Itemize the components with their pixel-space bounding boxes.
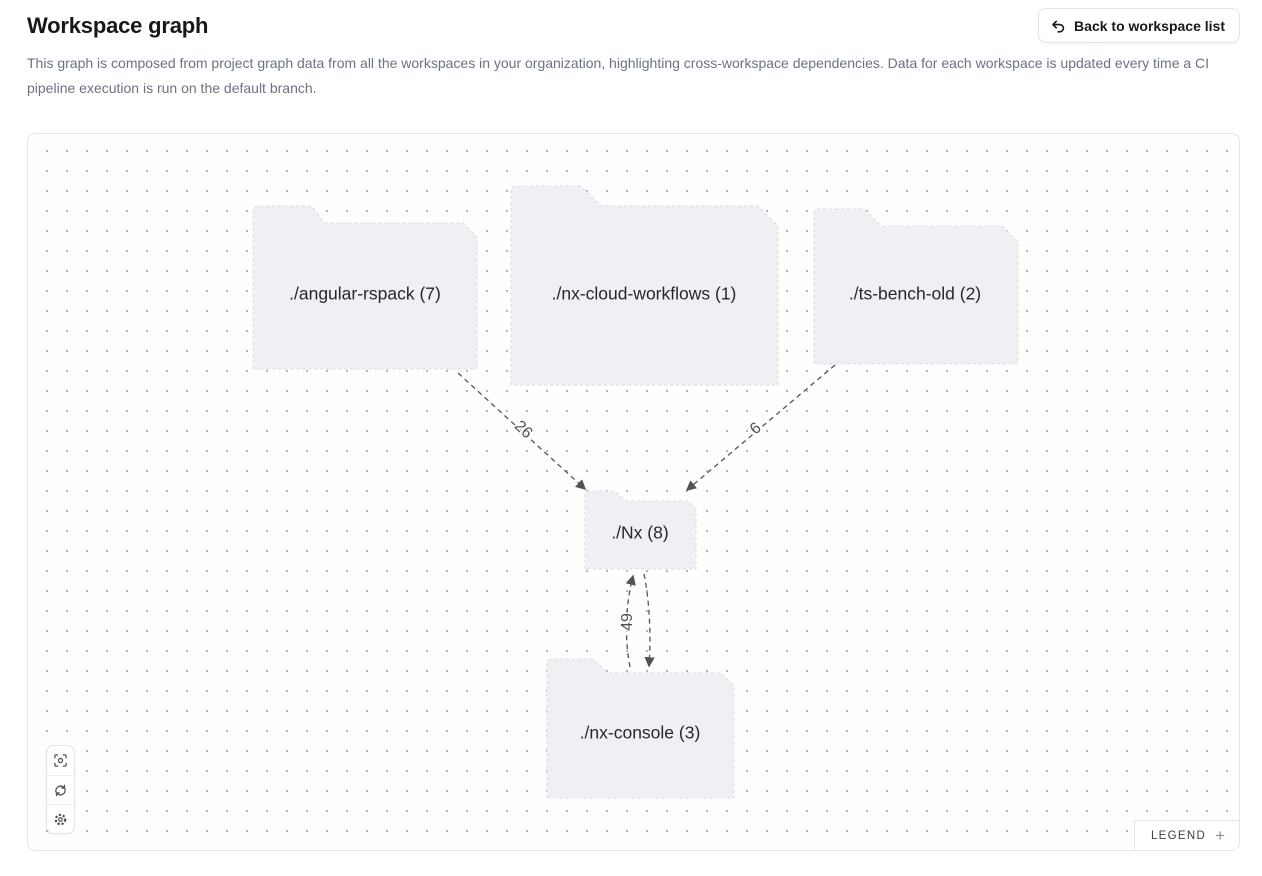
refresh-button[interactable] xyxy=(47,775,74,804)
graph-edge-nx-console-to-nx: 49 xyxy=(618,574,638,668)
legend-toggle[interactable]: LEGEND + xyxy=(1133,820,1239,850)
folder-shape xyxy=(584,490,697,570)
graph-node-ts-bench-old[interactable]: ./ts-bench-old (2) xyxy=(813,208,1019,365)
page-header: Workspace graph This graph is composed f… xyxy=(27,0,1240,101)
canvas-toolbar xyxy=(46,745,75,834)
fit-view-icon xyxy=(53,753,68,768)
edge-count-label: 6 xyxy=(747,419,765,438)
workspace-graph-canvas[interactable]: 26 6 49 ./angular-rspack (7) ./nx-cloud-… xyxy=(27,133,1240,851)
node-label: ./angular-rspack (7) xyxy=(289,284,441,304)
page-title: Workspace graph xyxy=(27,13,209,38)
graph-node-angular-rspack[interactable]: ./angular-rspack (7) xyxy=(252,205,478,370)
graph-node-nx-cloud-workflows[interactable]: ./nx-cloud-workflows (1) xyxy=(510,185,779,386)
folder-shape xyxy=(546,658,735,799)
graph-svg: 26 6 49 ./angular-rspack (7) ./nx-cloud-… xyxy=(252,185,1019,799)
folder-shape xyxy=(813,208,1019,365)
edge-count-label: 49 xyxy=(619,613,636,631)
undo-arrow-icon xyxy=(1050,18,1066,34)
fit-view-button[interactable] xyxy=(47,746,74,775)
node-label: ./Nx (8) xyxy=(611,523,668,543)
node-label: ./ts-bench-old (2) xyxy=(849,284,981,304)
graph-edge-nx-to-nx-console xyxy=(643,573,655,668)
legend-label: LEGEND xyxy=(1150,829,1207,842)
back-to-workspace-list-button[interactable]: Back to workspace list xyxy=(1038,8,1240,43)
node-label: ./nx-console (3) xyxy=(580,723,701,743)
edge-count-label: 26 xyxy=(511,418,536,443)
refresh-icon xyxy=(53,783,68,798)
gear-icon xyxy=(53,812,68,827)
plus-icon: + xyxy=(1215,826,1225,845)
graph-edge-angular-rspack-to-nx: 26 xyxy=(457,372,587,491)
folder-shape xyxy=(252,205,478,370)
graph-node-nx[interactable]: ./Nx (8) xyxy=(584,490,697,570)
settings-button[interactable] xyxy=(47,804,74,833)
page-description: This graph is composed from project grap… xyxy=(27,55,1210,96)
node-label: ./nx-cloud-workflows (1) xyxy=(552,284,737,304)
graph-node-nx-console[interactable]: ./nx-console (3) xyxy=(546,658,735,799)
back-button-label: Back to workspace list xyxy=(1074,17,1225,34)
folder-shape xyxy=(510,185,779,386)
